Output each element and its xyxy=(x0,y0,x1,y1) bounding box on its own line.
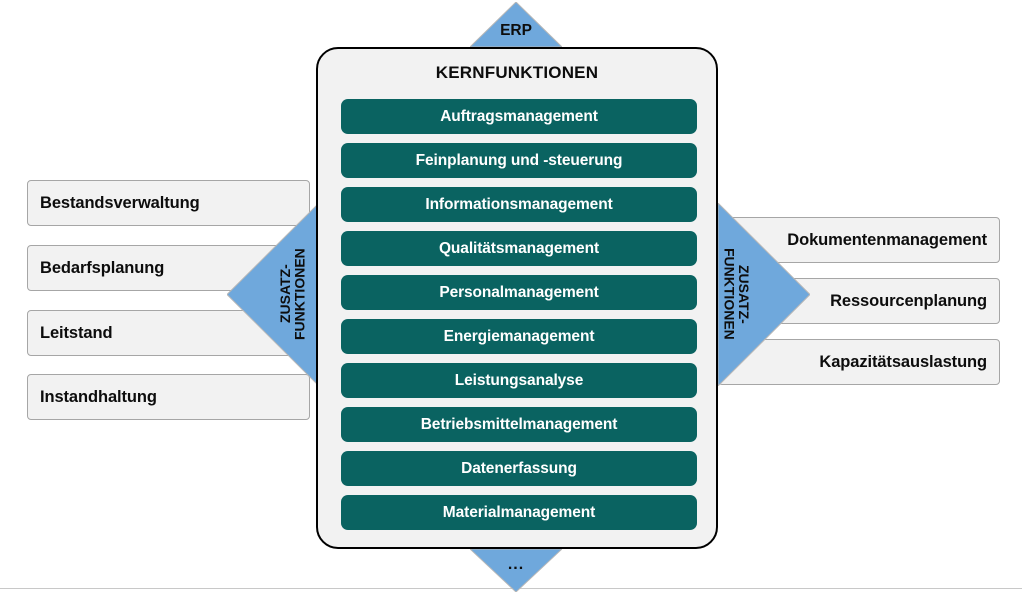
left-item-label: Bestandsverwaltung xyxy=(40,193,200,212)
right-triangle-icon xyxy=(718,203,810,386)
core-item-7[interactable]: Betriebsmittelmanagement xyxy=(341,407,697,442)
core-item-label: Qualitätsmanagement xyxy=(438,239,600,257)
left-additional-functions-arrow xyxy=(227,203,319,386)
core-item-label: Materialmanagement xyxy=(442,503,596,521)
core-item-label: Personalmanagement xyxy=(439,283,599,301)
left-triangle-icon xyxy=(227,203,319,386)
core-item-6[interactable]: Leistungsanalyse xyxy=(341,363,697,398)
core-functions-list: Auftragsmanagement Feinplanung und -steu… xyxy=(341,99,697,539)
core-item-0[interactable]: Auftragsmanagement xyxy=(341,99,697,134)
left-item-label: Bedarfsplanung xyxy=(40,258,165,277)
core-item-3[interactable]: Qualitätsmanagement xyxy=(341,231,697,266)
page-title: KERNFUNKTIONEN xyxy=(435,63,599,82)
core-item-label: Leistungsanalyse xyxy=(454,371,584,389)
core-item-label: Betriebsmittelmanagement xyxy=(420,415,618,433)
down-triangle-icon xyxy=(470,549,562,592)
core-item-8[interactable]: Datenerfassung xyxy=(341,451,697,486)
right-item-label: Ressourcenplanung xyxy=(830,291,987,310)
bottom-divider xyxy=(0,588,1022,589)
core-item-label: Informationsmanagement xyxy=(425,195,613,213)
core-item-9[interactable]: Materialmanagement xyxy=(341,495,697,530)
right-item-label: Dokumentenmanagement xyxy=(787,230,987,249)
left-item-2[interactable]: Leitstand xyxy=(27,310,310,356)
core-item-2[interactable]: Informationsmanagement xyxy=(341,187,697,222)
left-arrow-label: ZUSATZ- FUNKTIONEN xyxy=(277,248,308,340)
right-item-label: Kapazitätsauslastung xyxy=(819,352,987,371)
erp-arrow xyxy=(470,2,562,47)
core-item-label: Energiemanagement xyxy=(443,327,595,345)
core-functions-panel: KERNFUNKTIONEN Auftragsmanagement Feinpl… xyxy=(316,47,718,549)
up-triangle-icon xyxy=(470,2,562,47)
left-item-0[interactable]: Bestandsverwaltung xyxy=(27,180,310,226)
left-item-3[interactable]: Instandhaltung xyxy=(27,374,310,420)
left-item-label: Instandhaltung xyxy=(40,387,157,406)
erp-label: ERP xyxy=(500,22,532,39)
right-arrow-label: ZUSATZ- FUNKTIONEN xyxy=(721,248,753,340)
right-additional-functions-arrow xyxy=(718,203,810,386)
core-item-4[interactable]: Personalmanagement xyxy=(341,275,697,310)
core-item-label: Feinplanung und -steuerung xyxy=(415,151,623,169)
core-item-5[interactable]: Energiemanagement xyxy=(341,319,697,354)
core-item-1[interactable]: Feinplanung und -steuerung xyxy=(341,143,697,178)
core-item-label: Auftragsmanagement xyxy=(440,107,598,125)
more-arrow xyxy=(470,549,562,592)
more-label: ... xyxy=(507,556,525,573)
left-item-label: Leitstand xyxy=(40,323,113,342)
right-item-2[interactable]: Kapazitätsauslastung xyxy=(718,339,1000,385)
core-item-label: Datenerfassung xyxy=(461,459,577,477)
